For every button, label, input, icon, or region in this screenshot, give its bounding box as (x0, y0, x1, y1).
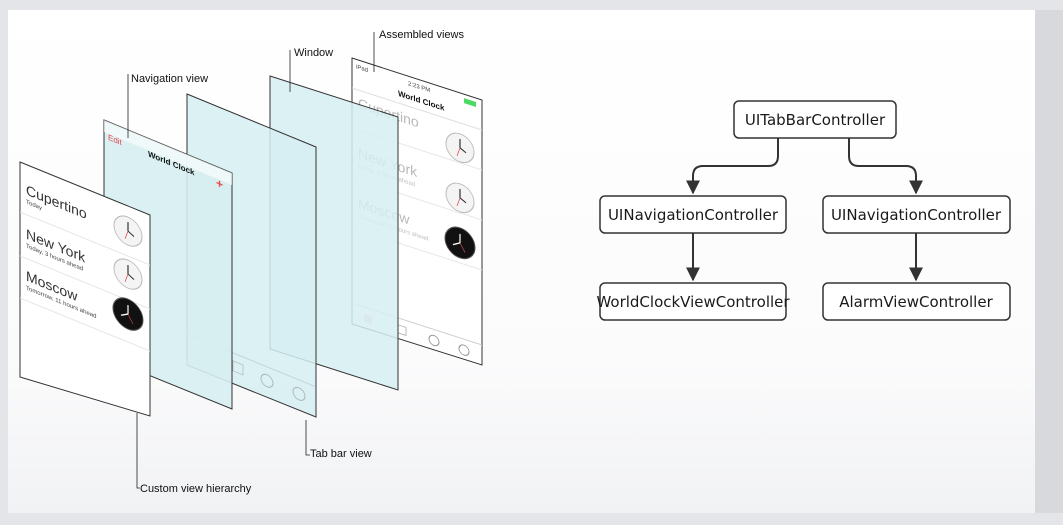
node-uitabbarcontroller: UITabBarController (733, 100, 897, 139)
node-worldclockviewcontroller: WorldClockViewController (596, 282, 790, 321)
node-uinavigationcontroller-right-label: UINavigationController (831, 206, 1002, 224)
node-uitabbarcontroller-label: UITabBarController (745, 111, 886, 129)
node-uinavigationcontroller-left: UINavigationController (599, 195, 787, 234)
label-navigation-view: Navigation view (131, 73, 208, 85)
tab-timer-icon (458, 344, 470, 356)
leader-lines (127, 32, 375, 489)
tree-connectors (686, 138, 923, 282)
node-uinavigationcontroller-left-label: UINavigationController (608, 206, 779, 224)
assembled-status-carrier: iPad (356, 63, 369, 74)
node-alarmviewcontroller: AlarmViewController (822, 282, 1011, 321)
window-edge-strip (1035, 10, 1063, 513)
controller-tree: UITabBarController UINavigationControlle… (596, 100, 1011, 321)
add-button[interactable]: + (216, 176, 223, 192)
node-worldclockviewcontroller-label: WorldClockViewController (596, 293, 790, 311)
node-uinavigationcontroller-right: UINavigationController (822, 195, 1011, 234)
tab-stopwatch-icon (428, 334, 440, 347)
battery-icon (464, 98, 476, 108)
label-tab-bar-view: Tab bar view (310, 448, 372, 460)
tab-timer-icon (292, 386, 306, 401)
label-custom-view-hierarchy: Custom view hierarchy (140, 483, 252, 495)
node-alarmviewcontroller-label: AlarmViewController (839, 293, 993, 311)
tab-stopwatch-icon (260, 373, 274, 388)
custom-view-hierarchy-layer: Cupertino Today New York Today, 3 hours … (19, 161, 151, 417)
label-window: Window (294, 47, 333, 59)
tab-alarm-icon (232, 360, 244, 376)
label-assembled-views: Assembled views (379, 29, 464, 41)
